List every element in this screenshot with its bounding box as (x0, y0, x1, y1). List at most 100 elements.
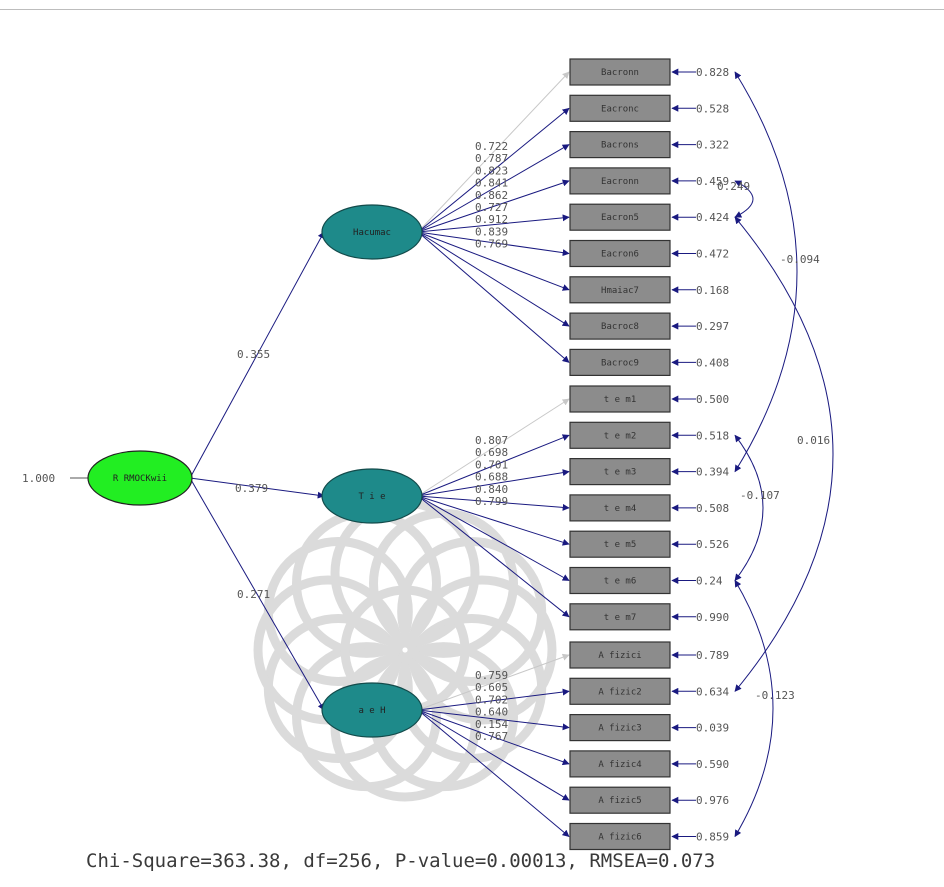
latent-ellipse (321, 682, 423, 738)
loading-path (417, 495, 570, 546)
error-variance-label: 0.24 (696, 575, 723, 588)
error-variance-label: 0.526 (696, 538, 729, 551)
indicator-label: Eacronn (601, 177, 639, 187)
structural-path (189, 231, 325, 479)
covariance-arc (734, 434, 764, 582)
indicator-label: A fizic6 (598, 833, 641, 843)
indicator-label: t e m1 (604, 395, 637, 405)
indicator-label: t e m2 (604, 431, 637, 441)
error-variance-label: 0.859 (696, 831, 729, 844)
indicator-box (569, 421, 671, 449)
indicator-label: A fizic2 (598, 687, 641, 697)
loading-path (417, 495, 570, 581)
error-variance-label: 0.472 (696, 248, 729, 261)
covariance-arc (734, 71, 798, 473)
error-variance-label: 0.990 (696, 611, 729, 624)
top-divider (0, 9, 944, 10)
loading-path (417, 231, 570, 291)
indicator-label: A fizic5 (598, 796, 641, 806)
indicator-box (569, 458, 671, 486)
error-variance-label: 0.297 (696, 320, 729, 333)
indicator-box (569, 131, 671, 159)
indicator-label: A fizic3 (598, 724, 641, 734)
structural-coef-label: 0.379 (235, 482, 268, 495)
indicator-label: Eacron6 (601, 250, 639, 260)
indicator-label: t e m4 (604, 504, 637, 514)
error-variance-label: 0.528 (696, 102, 729, 115)
loading-label: 0.702 (475, 693, 508, 706)
loading-path (417, 231, 570, 327)
loading-label: 0.787 (475, 152, 508, 165)
indicator-label: t e m7 (604, 613, 637, 623)
loading-path (417, 434, 570, 497)
indicator-box (569, 276, 671, 304)
error-variance-label: 0.168 (696, 284, 729, 297)
error-variance-label: 0.828 (696, 66, 729, 79)
loading-label: 0.698 (475, 446, 508, 459)
error-variance-label: 0.394 (696, 466, 729, 479)
loading-path (417, 231, 570, 257)
exogenous-label: R RMOCKwii (113, 474, 167, 484)
indicator-box (569, 58, 671, 86)
indicator-label: Bacroc8 (601, 322, 639, 332)
indicator-label: Bacroc9 (601, 358, 639, 368)
indicator-box (569, 566, 671, 595)
covariance-arc (734, 579, 774, 838)
fit-statistics: Chi-Square=363.38, df=256, P-value=0.000… (86, 850, 716, 872)
indicator-box (569, 312, 671, 340)
structural-path (189, 477, 325, 711)
error-variance-label: 0.590 (696, 758, 729, 771)
loading-label: 0.912 (475, 213, 508, 226)
loading-label: 0.841 (475, 177, 508, 190)
loading-label: 0.759 (475, 669, 508, 682)
indicator-box (569, 348, 671, 376)
loading-path (417, 231, 570, 363)
loading-label: 0.722 (475, 140, 508, 153)
loading-path (417, 71, 570, 233)
loading-path (417, 653, 570, 711)
covariance-label: 0.249 (717, 180, 750, 193)
loading-path (417, 709, 570, 837)
covariance-arc (734, 216, 834, 692)
indicator-box (569, 750, 671, 778)
exogenous-ellipse (87, 450, 193, 506)
error-variance-label: 0.508 (696, 502, 729, 515)
covariance-label: -0.107 (740, 489, 780, 502)
structural-coef-label: 0.271 (237, 588, 270, 601)
error-variance-label: 0.500 (696, 393, 729, 406)
indicator-label: A fizic4 (598, 760, 641, 770)
indicator-box (569, 94, 671, 122)
indicator-box (569, 677, 671, 705)
loading-label: 0.769 (475, 238, 508, 251)
error-variance-label: 0.408 (696, 356, 729, 369)
loading-path (417, 398, 570, 497)
loading-path (417, 688, 570, 711)
loading-label: 0.839 (475, 225, 508, 238)
indicator-box (569, 786, 671, 814)
indicator-label: t e m6 (604, 577, 637, 587)
indicator-box (569, 530, 671, 558)
covariance-label: -0.094 (780, 253, 820, 266)
covariance-label: 0.016 (797, 434, 830, 447)
indicator-box (569, 203, 671, 231)
error-variance-label: 0.424 (696, 211, 729, 224)
loading-label: 0.840 (475, 483, 508, 496)
loading-path (417, 179, 570, 233)
loading-label: 0.688 (475, 471, 508, 484)
indicator-label: Hmaiac7 (601, 286, 639, 296)
structural-path (189, 477, 325, 499)
loading-label: 0.862 (475, 189, 508, 202)
error-variance-label: 0.039 (696, 722, 729, 735)
loading-path (417, 495, 570, 511)
watermark-petal (397, 537, 547, 686)
error-variance-label: 0.976 (696, 794, 729, 807)
watermark-ornament (253, 498, 557, 802)
latent-ellipse (321, 468, 423, 524)
loading-label: 0.799 (475, 495, 508, 508)
loading-path (417, 107, 570, 233)
indicator-box (569, 494, 671, 522)
exogenous-variance-label: 1.000 (22, 472, 55, 485)
error-variance-label: 0.789 (696, 649, 729, 662)
loading-label: 0.823 (475, 164, 508, 177)
